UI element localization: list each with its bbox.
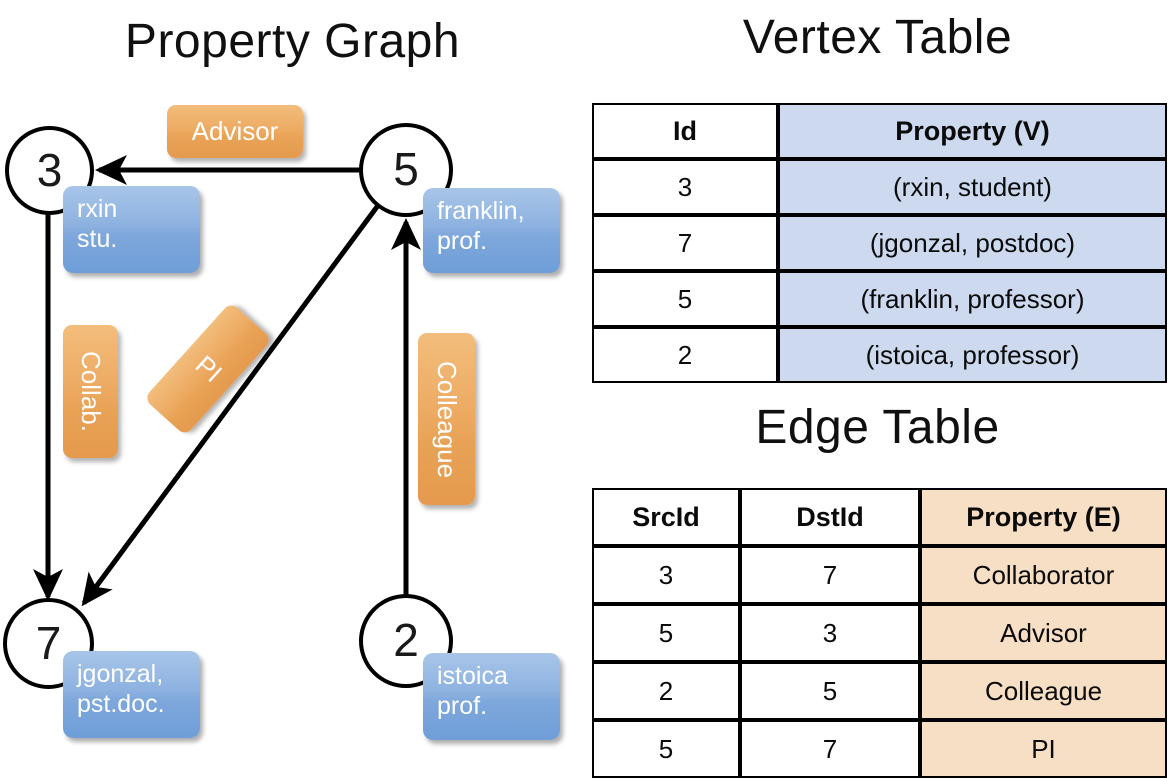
- vertex-property-box-5-line2: prof.: [437, 226, 488, 255]
- edge-table-cell-property: PI: [920, 720, 1167, 778]
- vertex-table-cell-property: (istoica, professor): [778, 327, 1167, 383]
- edge-label-colleague: Colleague: [418, 333, 475, 505]
- edge-label-collab-text: Collab.: [76, 351, 106, 432]
- vertex-property-box-2-line1: istoica: [437, 662, 508, 690]
- vertex-property-box-2: istoica prof.: [423, 653, 560, 740]
- vertex-node-5[interactable]: 5: [359, 123, 453, 217]
- table-row[interactable]: 5 (franklin, professor): [592, 271, 1167, 327]
- vertex-node-2[interactable]: 2: [359, 594, 453, 688]
- edge-table: SrcId DstId Property (E) 3 7 Collaborato…: [592, 488, 1167, 778]
- property-graph-diagram: 3 5 7 2 rxin stu. franklin, prof. jgonza…: [0, 0, 585, 760]
- edge-table-header-row: SrcId DstId Property (E): [592, 488, 1167, 546]
- table-row[interactable]: 7 (jgonzal, postdoc): [592, 215, 1167, 271]
- vertex-table-cell-property: (jgonzal, postdoc): [778, 215, 1167, 271]
- vertex-property-box-7-line2: pst.doc.: [77, 689, 165, 718]
- vertex-property-box-2-line2: prof.: [437, 691, 488, 720]
- vertex-node-5-label: 5: [393, 143, 419, 195]
- vertex-table-cell-id: 7: [592, 215, 778, 271]
- edge-label-advisor-text: Advisor: [191, 116, 279, 146]
- edge-table-cell-dstid: 7: [740, 720, 920, 778]
- edge-table-header-property: Property (E): [920, 488, 1167, 546]
- edge-label-colleague-text: Colleague: [432, 360, 462, 478]
- edge-table-cell-property: Advisor: [920, 604, 1167, 662]
- edge-table-cell-dstid: 7: [740, 546, 920, 604]
- vertex-property-box-5-line1: franklin,: [437, 197, 525, 225]
- vertex-property-box-3: rxin stu.: [63, 186, 200, 273]
- edge-table-cell-srcid: 5: [592, 720, 740, 778]
- edge-5-to-7: [81, 198, 385, 607]
- edge-table-cell-srcid: 2: [592, 662, 740, 720]
- vertex-property-box-7: jgonzal, pst.doc.: [63, 651, 200, 738]
- edge-table-header-srcid: SrcId: [592, 488, 740, 546]
- vertex-table-cell-id: 3: [592, 159, 778, 215]
- edge-table-header-dstid: DstId: [740, 488, 920, 546]
- vertex-property-box-3-line1: rxin: [77, 195, 118, 223]
- vertex-table-cell-id: 2: [592, 327, 778, 383]
- vertex-property-box-5: franklin, prof.: [423, 188, 560, 273]
- edge-table-cell-property: Colleague: [920, 662, 1167, 720]
- vertex-table-header-id: Id: [592, 103, 778, 159]
- table-row[interactable]: 3 (rxin, student): [592, 159, 1167, 215]
- edge-table-cell-srcid: 3: [592, 546, 740, 604]
- table-row[interactable]: 3 7 Collaborator: [592, 546, 1167, 604]
- edge-label-collab: Collab.: [63, 325, 118, 458]
- page-title-vertex-table: Vertex Table: [742, 11, 1013, 64]
- vertex-node-7-label: 7: [35, 616, 62, 669]
- edge-table-cell-dstid: 3: [740, 604, 920, 662]
- vertex-table-header-row: Id Property (V): [592, 103, 1167, 159]
- page-title-edge-table: Edge Table: [755, 401, 1000, 454]
- table-row[interactable]: 5 7 PI: [592, 720, 1167, 778]
- vertex-table-cell-property: (rxin, student): [778, 159, 1167, 215]
- vertex-node-3-label: 3: [36, 143, 63, 196]
- vertex-node-2-label: 2: [393, 614, 419, 666]
- edge-table-cell-property: Collaborator: [920, 546, 1167, 604]
- edge-table-cell-srcid: 5: [592, 604, 740, 662]
- page-title-property-graph: Property Graph: [124, 15, 461, 68]
- edge-label-advisor: Advisor: [167, 105, 303, 158]
- table-row[interactable]: 2 5 Colleague: [592, 662, 1167, 720]
- graph-edges-svg: [33, 155, 421, 607]
- vertex-table-header-property: Property (V): [778, 103, 1167, 159]
- vertex-table: Id Property (V) 3 (rxin, student) 7 (jgo…: [592, 103, 1167, 383]
- edge-label-pi-text: PI: [189, 349, 228, 389]
- table-row[interactable]: 5 3 Advisor: [592, 604, 1167, 662]
- table-row[interactable]: 2 (istoica, professor): [592, 327, 1167, 383]
- vertex-table-cell-property: (franklin, professor): [778, 271, 1167, 327]
- vertex-property-box-7-line1: jgonzal,: [77, 660, 164, 688]
- edge-table-cell-dstid: 5: [740, 662, 920, 720]
- vertex-property-box-3-line2: stu.: [77, 224, 118, 253]
- vertex-table-cell-id: 5: [592, 271, 778, 327]
